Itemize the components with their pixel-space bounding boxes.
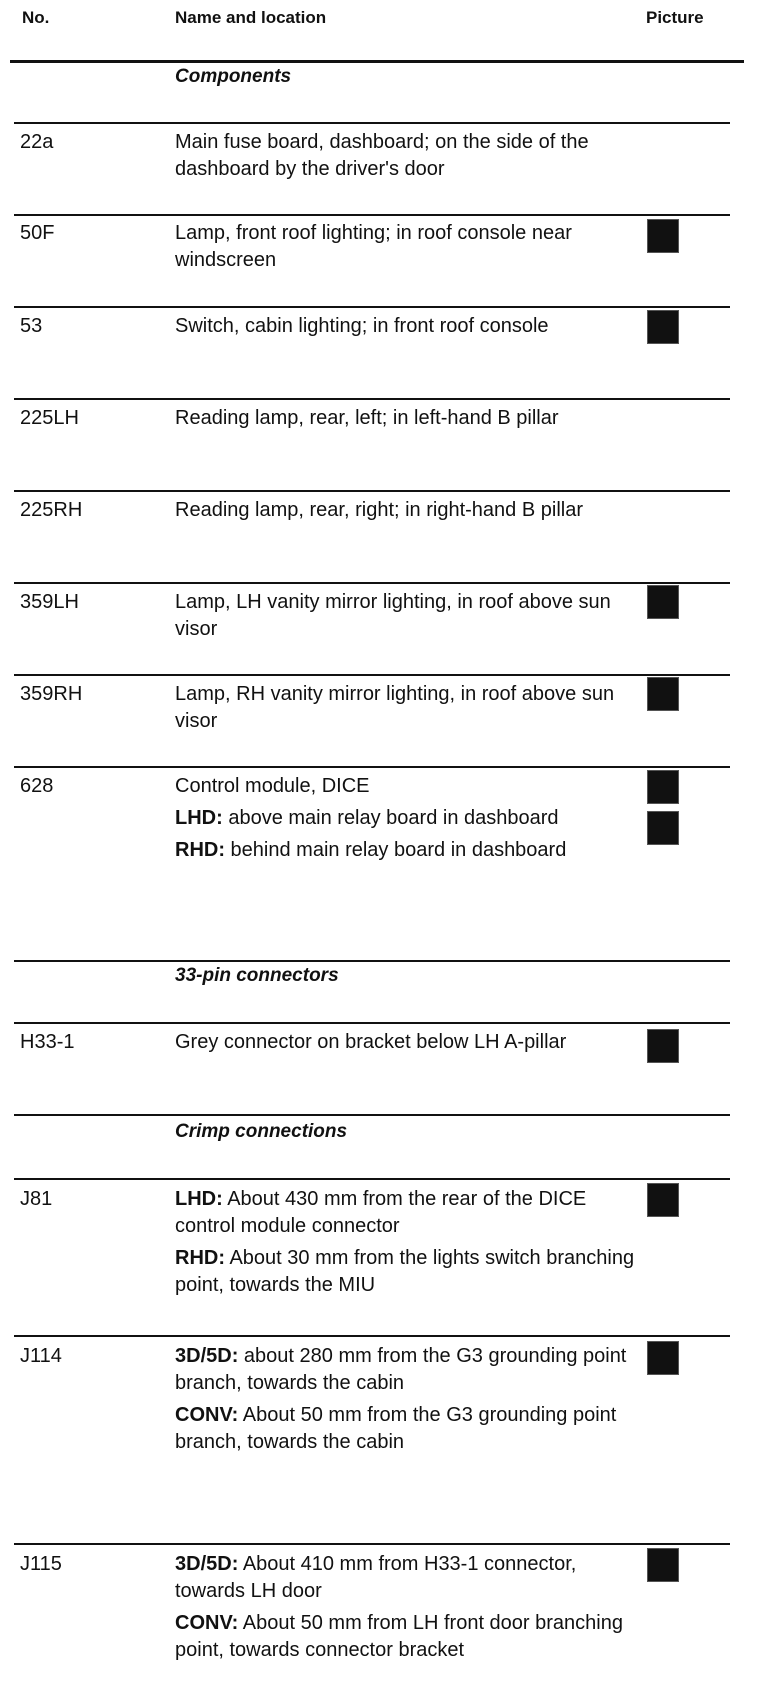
row-divider [14,1543,730,1545]
row-desc-line: Reading lamp, rear, left; in left-hand B… [175,407,559,429]
variant-text: About 30 mm from the lights switch branc… [175,1247,635,1296]
variant-label: RHD: [175,1247,225,1269]
row-desc-line: RHD: behind main relay board in dashboar… [175,837,635,864]
variant-label: 3D/5D: [175,1345,239,1367]
row-359rh-no: 359RH [20,683,83,705]
row-desc-line: 3D/5D: about 280 mm from the G3 groundin… [175,1343,635,1397]
row-22a-desc: Main fuse board, dashboard; on the side … [175,129,635,188]
row-h33-1-no: H33-1 [20,1031,75,1053]
picture-thumbnail[interactable] [647,770,679,804]
row-50f-desc: Lamp, front roof lighting; in roof conso… [175,220,635,279]
row-359lh-desc: Lamp, LH vanity mirror lighting, in roof… [175,589,635,648]
row-desc-line: LHD: About 430 mm from the rear of the D… [175,1186,635,1240]
picture-thumbnail[interactable] [647,1029,679,1063]
row-divider [14,398,730,400]
row-divider [14,306,730,308]
row-j114-desc: 3D/5D: about 280 mm from the G3 groundin… [175,1343,635,1461]
row-divider [14,1114,730,1116]
row-50f-no: 50F [20,222,55,244]
picture-thumbnail[interactable] [647,1341,679,1375]
row-divider [14,1335,730,1337]
row-359lh-no: 359LH [20,591,79,613]
header-rule [10,60,744,63]
section-33-pin-connectors: 33-pin connectors [175,965,339,986]
variant-label: LHD: [175,807,223,829]
variant-text: about 280 mm from the G3 grounding point… [175,1345,627,1394]
row-628-no: 628 [20,775,54,797]
row-desc-line: Control module, DICE [175,775,370,797]
row-divider [14,1022,730,1024]
variant-label: RHD: [175,839,225,861]
row-j115-desc: 3D/5D: About 410 mm from H33-1 connector… [175,1551,635,1669]
row-j81-desc: LHD: About 430 mm from the rear of the D… [175,1186,635,1304]
variant-label: CONV: [175,1612,239,1634]
row-desc-line: Grey connector on bracket below LH A-pil… [175,1031,567,1053]
row-628-desc: Control module, DICE LHD: above main rel… [175,773,635,869]
row-j115-no: J115 [20,1553,62,1575]
row-22a-no: 22a [20,131,54,153]
variant-text: About 50 mm from LH front door branching… [175,1612,623,1661]
row-divider [14,1178,730,1180]
section-crimp-connections: Crimp connections [175,1121,348,1142]
variant-label: CONV: [175,1404,239,1426]
row-desc-line: RHD: About 30 mm from the lights switch … [175,1245,635,1299]
variant-text: About 430 mm from the rear of the DICE c… [175,1188,587,1237]
row-divider [14,214,730,216]
header-name-location: Name and location [175,8,327,27]
variant-text: above main relay board in dashboard [222,807,559,829]
row-desc-line: Lamp, front roof lighting; in roof conso… [175,222,572,271]
row-53-no: 53 [20,315,43,337]
picture-thumbnail[interactable] [647,677,679,711]
picture-thumbnail[interactable] [647,310,679,344]
row-desc-line: Lamp, LH vanity mirror lighting, in roof… [175,591,611,640]
picture-thumbnail[interactable] [647,1548,679,1582]
picture-thumbnail[interactable] [647,1183,679,1217]
section-components: Components [175,66,292,87]
row-divider [14,674,730,676]
row-desc-line: Lamp, RH vanity mirror lighting, in roof… [175,683,615,732]
picture-thumbnail[interactable] [647,219,679,253]
header-picture: Picture [646,8,704,27]
row-divider [14,122,730,124]
row-desc-line: CONV: About 50 mm from LH front door bra… [175,1610,635,1664]
row-225lh-desc: Reading lamp, rear, left; in left-hand B… [175,405,635,437]
row-225lh-no: 225LH [20,407,79,429]
row-359rh-desc: Lamp, RH vanity mirror lighting, in roof… [175,681,635,740]
picture-thumbnail[interactable] [647,585,679,619]
variant-label: LHD: [175,1188,223,1210]
variant-text: behind main relay board in dashboard [225,839,567,861]
row-desc-line: 3D/5D: About 410 mm from H33-1 connector… [175,1551,635,1605]
picture-thumbnail[interactable] [647,811,679,845]
variant-text: About 50 mm from the G3 grounding point … [175,1404,617,1453]
row-divider [14,766,730,768]
row-desc-line: CONV: About 50 mm from the G3 grounding … [175,1402,635,1456]
row-53-desc: Switch, cabin lighting; in front roof co… [175,313,635,345]
row-225rh-desc: Reading lamp, rear, right; in right-hand… [175,497,635,529]
row-desc-line: LHD: above main relay board in dashboard [175,805,635,832]
row-desc-line: Main fuse board, dashboard; on the side … [175,131,589,180]
row-h33-1-desc: Grey connector on bracket below LH A-pil… [175,1029,635,1061]
row-divider [14,490,730,492]
row-divider [14,960,730,962]
row-divider [14,582,730,584]
row-j114-no: J114 [20,1345,62,1367]
row-desc-line: Switch, cabin lighting; in front roof co… [175,315,549,337]
row-225rh-no: 225RH [20,499,83,521]
variant-label: 3D/5D: [175,1553,239,1575]
variant-text: About 410 mm from H33-1 connector, towar… [175,1553,577,1602]
row-j81-no: J81 [20,1188,53,1210]
header-no: No. [22,8,50,27]
row-desc-line: Reading lamp, rear, right; in right-hand… [175,499,583,521]
